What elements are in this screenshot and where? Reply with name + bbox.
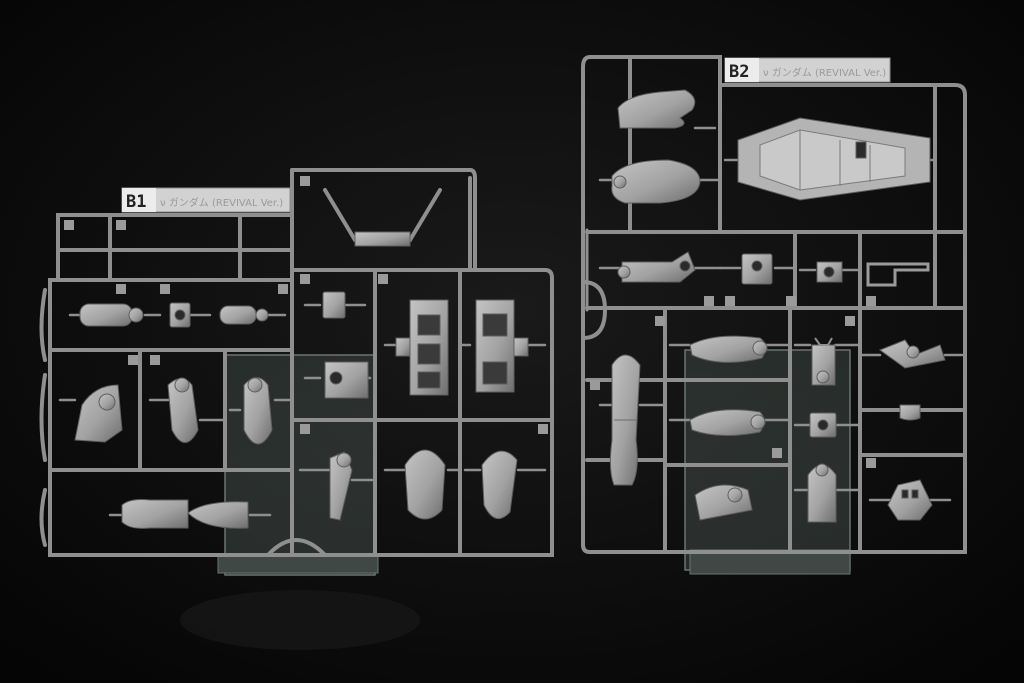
- runner-b2-number-markers: [590, 296, 876, 468]
- clear-base-b1: [217, 554, 379, 574]
- clear-stand-b2: [684, 349, 851, 571]
- runner-b1-parts: [74, 231, 529, 529]
- runner-b2-label: B2: [729, 62, 749, 82]
- floor-reflection: [180, 590, 420, 650]
- runner-b1-sublabel: ν ガンダム (REVIVAL Ver.): [160, 196, 283, 209]
- runner-b1-label: B1: [126, 192, 146, 212]
- runner-b1-number-markers: [64, 176, 548, 434]
- runner-b2-tag: B2 ν ガンダム (REVIVAL Ver.): [724, 57, 891, 83]
- runner-b2-sublabel: ν ガンダム (REVIVAL Ver.): [763, 66, 886, 79]
- runner-b1-tag: B1 ν ガンダム (REVIVAL Ver.): [121, 187, 291, 213]
- runner-b2-parts: [609, 89, 946, 523]
